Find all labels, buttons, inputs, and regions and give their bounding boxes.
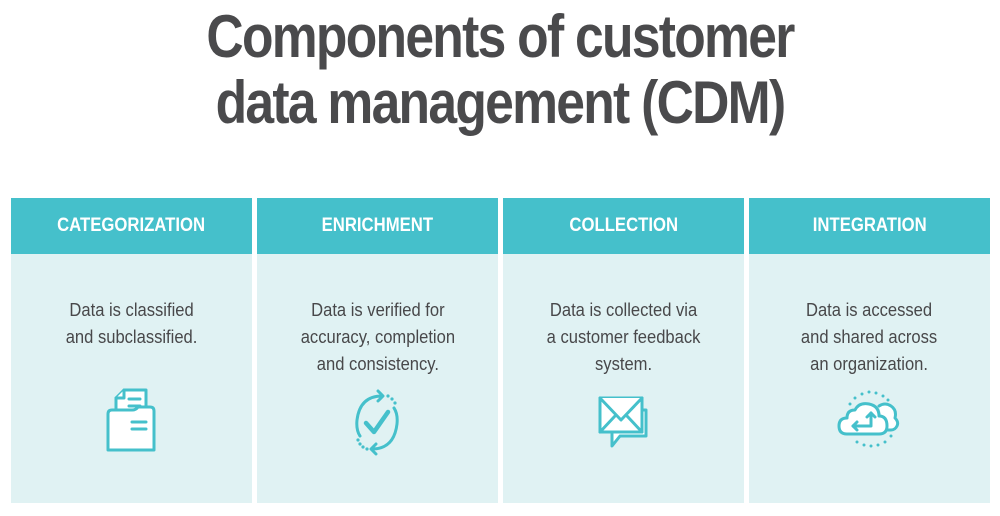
envelope-chat-icon: [598, 396, 648, 448]
panel-description: Data is classified and subclassified.: [65, 300, 198, 347]
page-title: Components of customer data management (…: [70, 4, 930, 136]
refresh-check-icon: [355, 389, 399, 456]
panel-header: COLLECTION: [503, 198, 744, 254]
panel-enrichment: ENRICHMENT Data is verified for accuracy…: [257, 198, 498, 503]
cloud-sync-icon: [837, 390, 900, 448]
panel-heading: CATEGORIZATION: [57, 215, 206, 236]
panel-header: ENRICHMENT: [257, 198, 498, 254]
panel-collection: COLLECTION Data is collected via a custo…: [503, 198, 744, 503]
components-panels: CATEGORIZATION Data is classified and su…: [11, 198, 990, 503]
panel-description: Data is accessed and shared across an or…: [801, 300, 938, 374]
file-folder-icon: [106, 388, 156, 452]
panel-description: Data is collected via a customer feedbac…: [546, 300, 701, 374]
panel-categorization: CATEGORIZATION Data is classified and su…: [11, 198, 252, 503]
panel-heading: COLLECTION: [569, 215, 678, 236]
panel-description: Data is verified for accuracy, completio…: [300, 300, 455, 374]
panel-header: CATEGORIZATION: [11, 198, 252, 254]
panel-heading: ENRICHMENT: [321, 215, 434, 236]
title-line-2: data management (CDM): [215, 69, 787, 136]
panel-heading: INTEGRATION: [812, 215, 927, 236]
panel-header: INTEGRATION: [749, 198, 990, 254]
title-line-1: Components of customer: [206, 3, 795, 70]
panel-integration: INTEGRATION Data is accessed and shared …: [749, 198, 990, 503]
